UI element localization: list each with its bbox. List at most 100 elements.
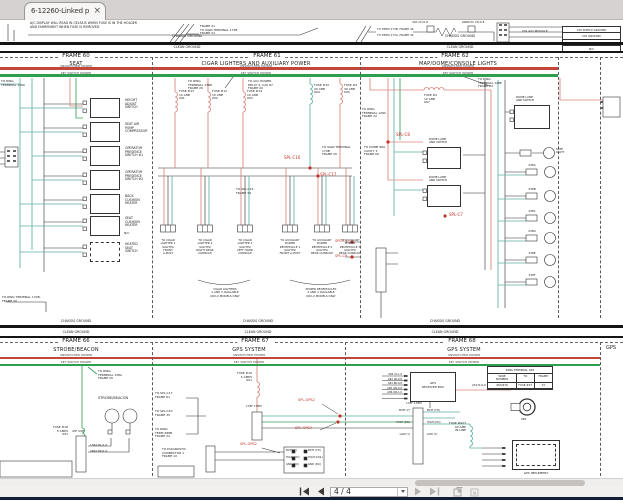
pin-label: BATT (FD)	[427, 409, 440, 412]
relay-inner-dashed	[516, 444, 556, 466]
component-box	[90, 194, 120, 214]
horizontal-scrollbar[interactable]	[0, 478, 623, 486]
key-switch-power-rail	[0, 74, 558, 77]
page-number-input[interactable]: 4 / 4	[330, 486, 408, 497]
term-ref-b: TO TERM 173B, FRAME 44	[377, 27, 414, 31]
frame-divider	[600, 342, 601, 476]
component-label: BACK CUSHION HEATER	[125, 194, 140, 206]
wire-label: A85 GN-0.8	[387, 387, 402, 390]
f60-ref-bottom: TO RING TERMINAL 179B, FRAME 20	[2, 295, 41, 303]
frame66-label: FRAME 66	[58, 338, 94, 344]
first-page-button[interactable]	[298, 487, 310, 497]
frame66-title: STROBE/BEACON	[53, 346, 99, 353]
f61-note2: POWER RECEPTACLES 2 AND 3 AVAILABLE ON L…	[305, 287, 337, 298]
page-number-value: 4 / 4	[334, 487, 351, 496]
next-frame-title-partial: GPS	[606, 345, 617, 351]
component-label: HEATED SEAT SWITCH	[125, 242, 138, 254]
connector-ids: 178F 178M	[406, 401, 422, 405]
component-box	[90, 98, 120, 118]
lamp-connector-id: 238E	[528, 251, 536, 255]
component-box	[90, 170, 120, 190]
frame68-title: GPS SYSTEM	[447, 346, 481, 353]
dome-lamp-label: DOME LAMP AND SWITCH	[516, 95, 535, 103]
frame61-title: CIGAR LIGHTERS AND AUXILIARY POWER	[201, 61, 311, 67]
component-box	[90, 146, 120, 166]
dome-lamp-label: DOME LAMP AND SWITCH	[429, 137, 448, 145]
previous-page-button[interactable]	[314, 487, 326, 497]
cdi-table-row: CDI SHIELD GROUND	[563, 27, 620, 34]
clean-ground-label: CLEAN GROUND	[446, 45, 474, 49]
component-label: OPERATOR PRESENCE SWITCH #1	[125, 146, 144, 158]
table-cell: FUSE #27	[517, 383, 535, 390]
chassis-ground-bus	[0, 41, 623, 45]
frame-boundary-row2	[0, 342, 623, 343]
f61-ref1: TO RING TERMINAL 138D FRAME 20	[188, 79, 213, 91]
frame67-label: FRAME 67	[237, 338, 273, 344]
unswitched-power-label: UNSWITCHED POWER	[441, 63, 475, 68]
fuse-label: FUSE #16 5 AMPS 091	[236, 371, 252, 383]
f67-ref3: TO RING TERM 288B FRAME 32	[155, 427, 173, 439]
close-icon[interactable]: ×	[93, 6, 101, 16]
wire-label: A86 OR-1.0	[387, 391, 402, 394]
f60-nc: N/C	[124, 231, 130, 235]
wire-label: A82 Ye-1.0	[388, 373, 402, 376]
page-nav-controls: 4 / 4	[298, 486, 480, 497]
f61-ref2: TO ACC POWER RELAY 5, CAV 87 FRAME 20	[248, 79, 273, 91]
unswitched-power-rail	[0, 67, 558, 70]
frame-boundary-row1	[0, 57, 623, 58]
frame-divider	[152, 57, 153, 318]
pin-label: HIGH (DO)	[427, 421, 441, 424]
unswitched-power-label: UNSWITCHED POWER	[59, 352, 93, 357]
ac-display-note: A/C DISPLAY WILL READ IN CELSIUS WHEN FU…	[30, 21, 138, 29]
frame61-label: FRAME 61	[249, 53, 285, 59]
cdi-table-row: CDI GROUND	[563, 33, 620, 40]
document-tab[interactable]: 6-12260-Linked pdf.pdf ×	[24, 2, 106, 20]
previous-view-button[interactable]	[452, 486, 464, 497]
gps-implement-label: GPS IMPLEMENT	[523, 471, 549, 475]
lamp-connector-id: 238D	[528, 229, 536, 233]
pin-label: LOW (Y)	[399, 433, 410, 436]
clean-ground-label: CLEAN GROUND	[431, 330, 459, 334]
f61-connector-labels: TO CIGAR LIGHTER 1 (LIGHTS) FRONT A-POST…	[0, 20, 361, 318]
resistor-label-left: 30A CH-0.8	[412, 20, 428, 24]
splice-label: SPL-C16	[284, 155, 301, 160]
f66-ref: TO RING TERMINAL 138A FRAME 20	[98, 369, 122, 381]
splice-label: SPL-C5	[335, 239, 348, 243]
f67-ref2: TO SPL-C20 FRAME 35	[155, 409, 173, 417]
splice-label: SPL-C17	[320, 172, 337, 177]
wire-label: 248A BK/1.0	[90, 449, 108, 453]
f68-wire-labels: A82 Ye-1.0 A83 LB-0.8 A84 BK-0.8 A85 GN-…	[0, 20, 623, 476]
frame60-title: SEAT	[69, 61, 83, 67]
pin-label: BATT (FD)	[308, 449, 321, 452]
ring-terminal-table: RING TERMINAL 926 WIRE NUMBER TO FRAME 9…	[487, 366, 553, 391]
table-header: TO	[517, 374, 535, 384]
splice-label: SPL-GPS3	[295, 426, 312, 430]
f60-components: HEIGHT ADJUST SWITCH SEAT AIR PUMP COMPR…	[0, 20, 152, 318]
tab-bar: 6-12260-Linked pdf.pdf ×	[0, 0, 623, 20]
component-box	[90, 216, 120, 236]
component-label: OPERATOR PRESENCE SWITCH #2	[125, 170, 144, 182]
frame62-title: MAP/DOME/CONSOLE LIGHTS	[419, 61, 497, 67]
clean-ground-label: CLEAN GROUND	[244, 330, 272, 334]
gps-receiver-label: GPS RECEIVER BOX	[421, 381, 445, 389]
step-light-label: STEP LIGHT	[556, 147, 565, 155]
connector-label: TO AUXILIARY POWER RECEPTACLE 2 (LIGHTS)…	[310, 238, 333, 256]
next-page-button[interactable]	[412, 487, 424, 497]
page-dropdown-caret[interactable]	[397, 487, 407, 496]
last-page-button[interactable]	[428, 487, 440, 497]
component-box	[90, 122, 120, 142]
pdf-page[interactable]: A/C DISPLAY WILL READ IN CELSIUS WHEN FU…	[0, 20, 623, 478]
scrollbar-thumb[interactable]	[415, 480, 585, 486]
fuse-label: FUSE #2 10 AMP 097	[424, 93, 438, 105]
next-view-button[interactable]	[468, 487, 480, 497]
component-box	[90, 242, 120, 262]
wiring-art	[0, 22, 621, 478]
lamp-connector-id: 238F	[528, 273, 536, 277]
f62-ref2: TO RING TERMINAL 128E FRAME 62	[478, 77, 502, 89]
cdi-module-label: CDI A/D MODULE	[522, 29, 548, 33]
chassis-ground-label: CHASSIS GROUND	[60, 319, 92, 323]
key-switch-power-label: KEY SWITCH POWER	[442, 70, 474, 75]
dome-lamp-box	[427, 147, 461, 169]
lamp-connector-id: 238B	[528, 187, 536, 191]
pin-label: GND (DO)	[308, 463, 321, 466]
